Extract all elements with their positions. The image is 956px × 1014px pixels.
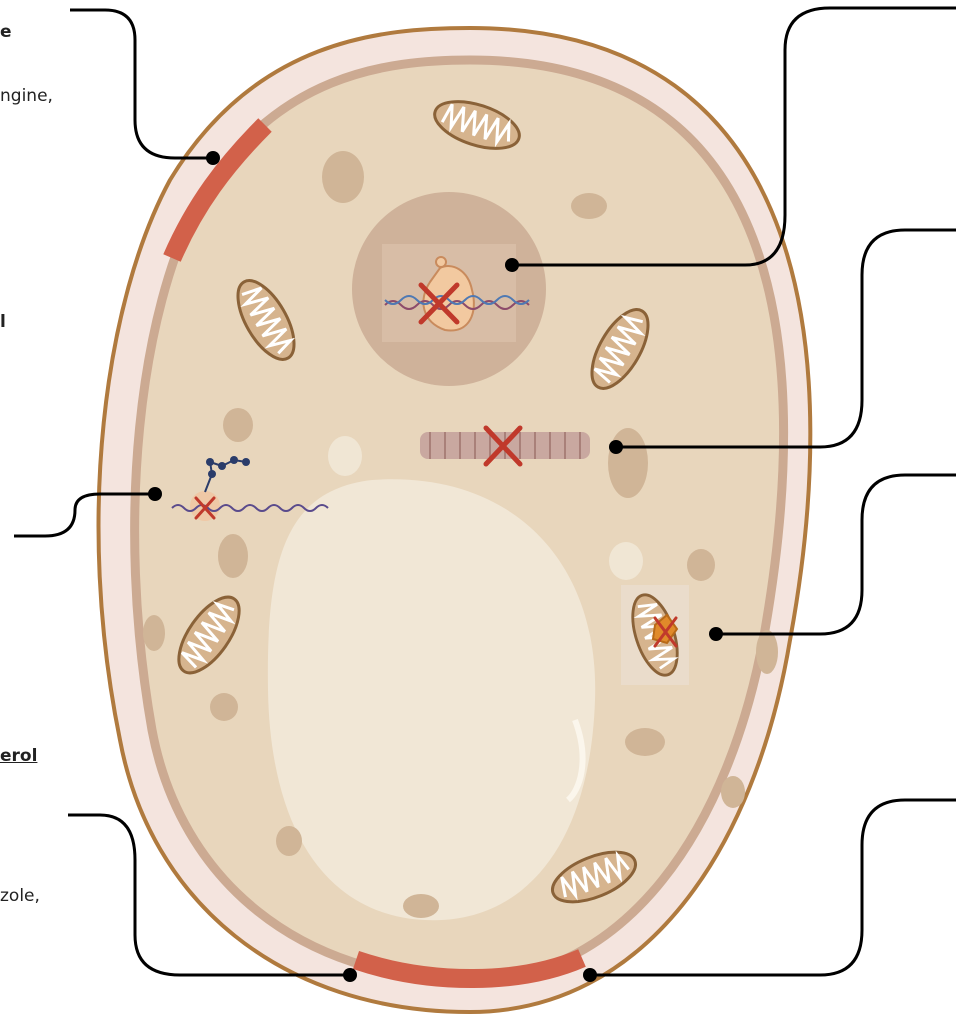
- anchor-dot: [709, 627, 723, 641]
- anchor-dot: [583, 968, 597, 982]
- anchor-dot: [148, 487, 162, 501]
- anchor-dot: [609, 440, 623, 454]
- anchor-dot: [505, 258, 519, 272]
- anchor-dot: [206, 151, 220, 165]
- connector-cell-wall: [70, 10, 213, 158]
- vacuole: [268, 479, 595, 920]
- anchor-dot: [343, 968, 357, 982]
